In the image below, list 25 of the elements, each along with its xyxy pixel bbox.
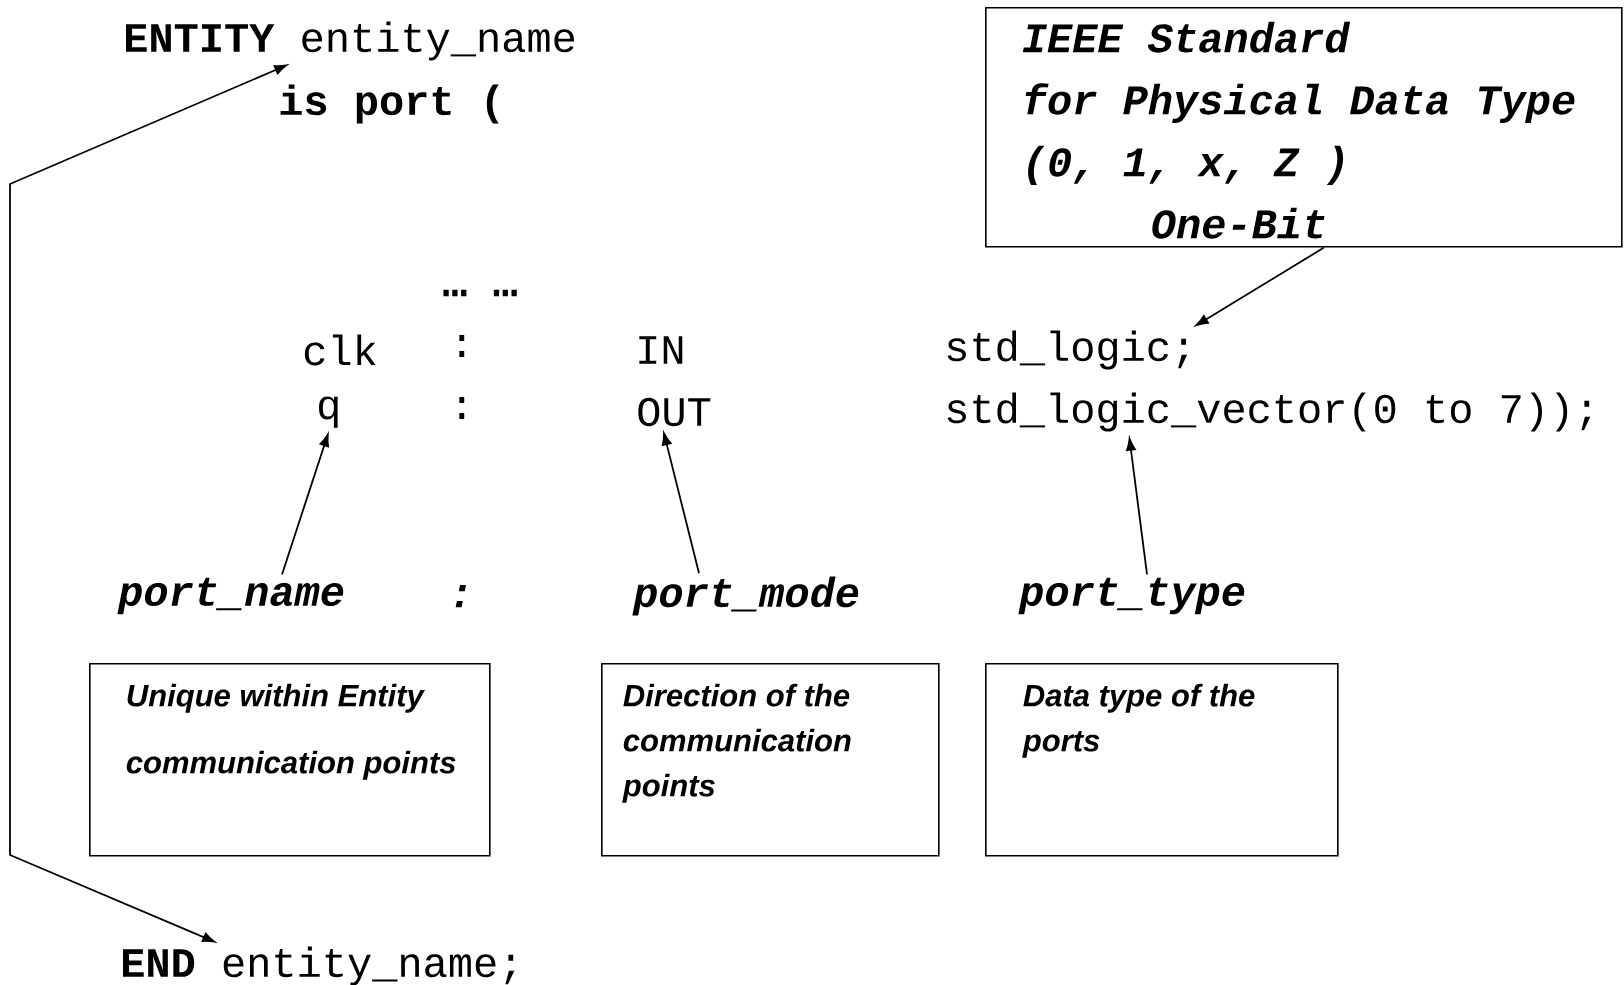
code-text: OUT	[638, 397, 711, 427]
code-text: :	[455, 584, 466, 608]
term-label: port_mode	[632, 576, 859, 616]
code-text: :	[459, 334, 465, 358]
arrow	[9, 64, 288, 943]
note-box: IEEE Standard for Physical Data Type (0, 1, x, Z ) One-Bit	[985, 7, 1623, 248]
code-text: std_logic;	[947, 330, 1188, 370]
code-text: clk	[304, 334, 376, 366]
arrow	[281, 433, 329, 576]
code-line: END entity_name;	[123, 946, 515, 985]
term-label: port_name	[117, 577, 344, 615]
code-text: IN	[639, 336, 683, 364]
code-text: is port (	[280, 84, 499, 124]
code-text: … …	[443, 289, 517, 297]
code-text: q	[319, 396, 338, 428]
term-label: port_type	[1018, 577, 1245, 615]
note-box: Unique within Entity communication points	[89, 663, 491, 857]
code-text: std_logic_vector(0 to 7));	[947, 392, 1591, 432]
code-line: ENTITY entity_name	[126, 21, 575, 61]
arrow	[1126, 437, 1148, 576]
note-box: Data type of the ports	[985, 663, 1339, 857]
arrow	[1195, 246, 1325, 327]
note-box: Direction of the communication points	[601, 663, 940, 857]
arrow	[661, 432, 700, 575]
code-text: :	[459, 396, 465, 420]
